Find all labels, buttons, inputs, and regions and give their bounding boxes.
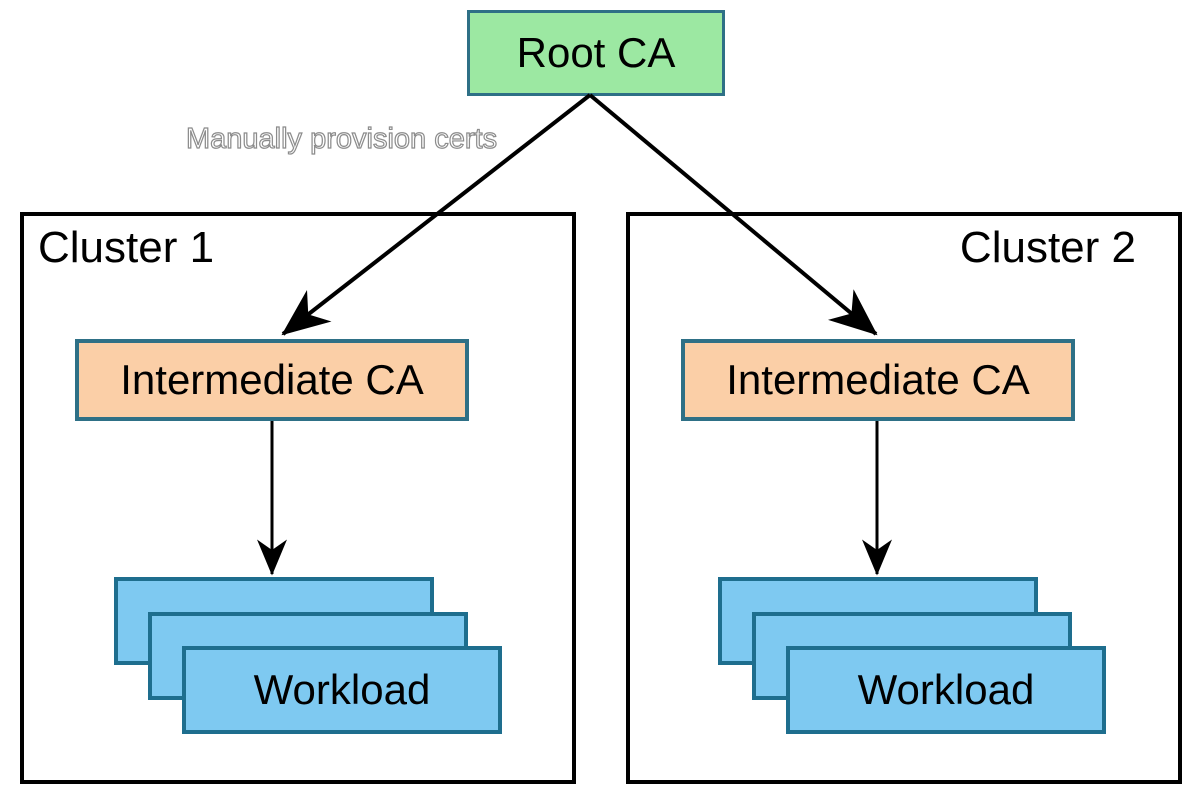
manual-provision-annotation: Manually provision certs [185, 122, 498, 155]
root-ca-box: Root CA [467, 10, 725, 96]
cluster-1-intermediate-ca-box: Intermediate CA [75, 339, 469, 421]
workload-box-front: Workload [786, 646, 1106, 734]
cluster-1-label: Cluster 1 [38, 223, 215, 272]
cluster-2-label: Cluster 2 [959, 223, 1136, 272]
cluster-1-box: Cluster 1 Intermediate CA Workload [20, 212, 576, 784]
cluster-2-box: Cluster 2 Intermediate CA Workload [626, 212, 1182, 784]
cluster-1-intermediate-ca-label: Intermediate CA [120, 356, 424, 403]
workload-box-front: Workload [182, 646, 502, 734]
cluster-2-intermediate-ca-box: Intermediate CA [681, 339, 1075, 421]
cluster-1-workload-label: Workload [253, 666, 431, 713]
root-ca-label: Root CA [516, 29, 676, 76]
cluster-2-workload-label: Workload [857, 666, 1035, 713]
cluster-2-intermediate-ca-label: Intermediate CA [726, 356, 1030, 403]
